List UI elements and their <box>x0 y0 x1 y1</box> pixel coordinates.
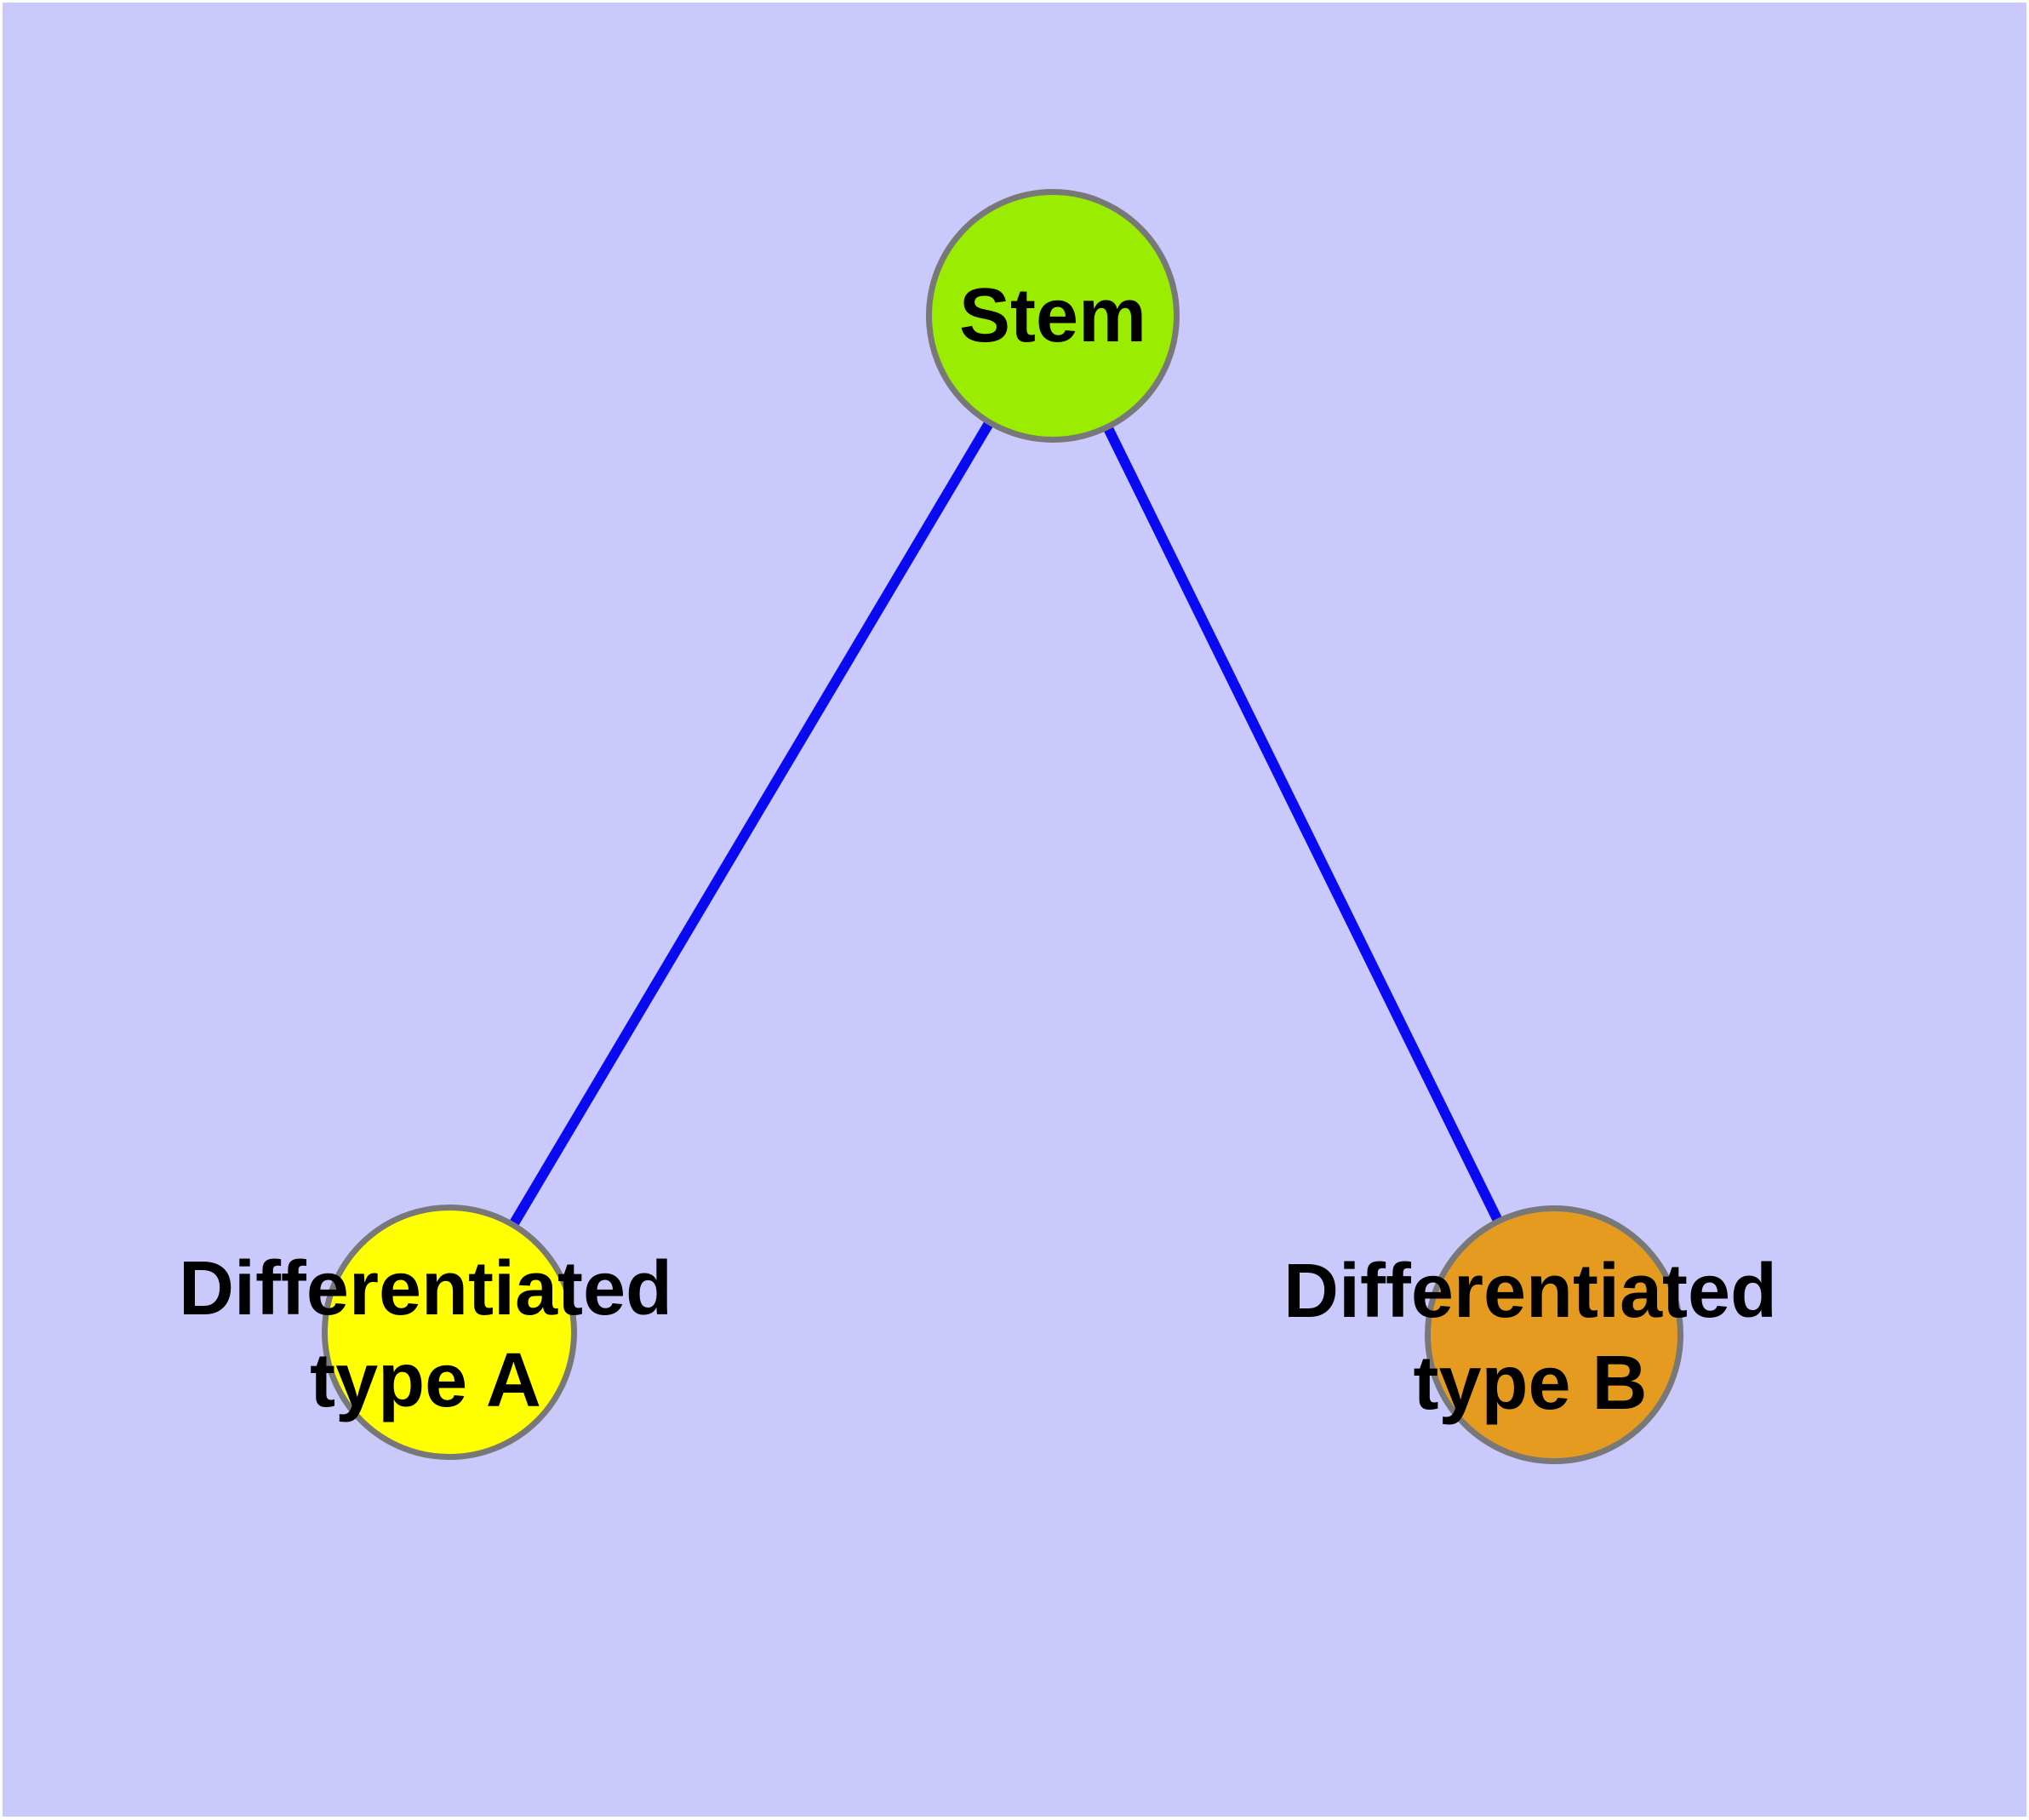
node-differentiated-type-b <box>1425 1205 1683 1464</box>
node-differentiated-type-a <box>322 1205 577 1460</box>
edge-layer <box>444 312 1559 1337</box>
edge-stem-to-type-a <box>444 312 1058 1336</box>
diagram-canvas: Stem Differentiated type A Differentiate… <box>3 3 2026 1817</box>
edge-stem-to-type-b <box>1048 313 1559 1337</box>
node-stem <box>926 189 1180 443</box>
